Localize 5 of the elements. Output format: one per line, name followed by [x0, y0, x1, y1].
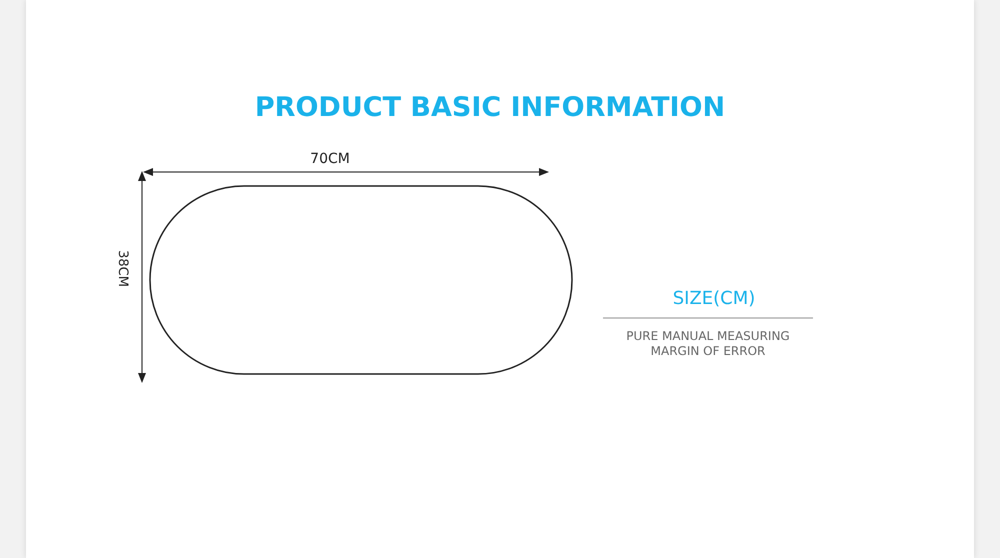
note-text: PURE MANUAL MEASURING MARGIN OF ERROR: [625, 329, 791, 359]
dimension-label: 70CM: [309, 151, 351, 167]
dimension-label: 38CM: [114, 250, 130, 287]
section-heading: SIZE(CM): [672, 288, 756, 309]
title: PRODUCT BASIC INFORMATION: [254, 92, 726, 123]
